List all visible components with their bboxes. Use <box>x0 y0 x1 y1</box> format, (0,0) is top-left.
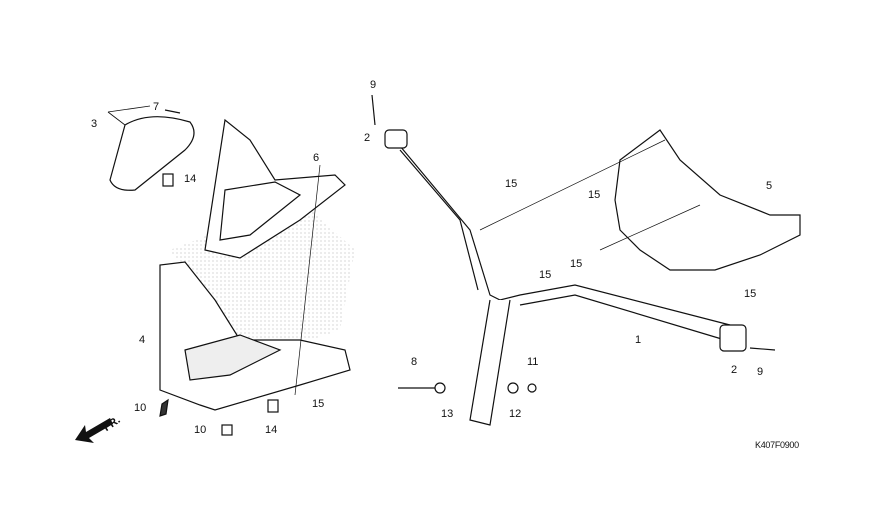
part-5-rear-cover <box>614 129 801 271</box>
part-14-clip <box>162 173 174 187</box>
part-2-grip-weight-right <box>719 324 747 352</box>
callout-7: 7 <box>153 101 160 113</box>
callout-10: 10 <box>194 424 207 436</box>
callout-3: 3 <box>91 118 98 130</box>
callout-15: 15 <box>505 178 518 190</box>
part-10-clip-b <box>159 398 169 417</box>
part-9-screw <box>371 94 376 126</box>
callout-13: 13 <box>441 408 454 420</box>
part-3-cover <box>109 116 195 191</box>
callout-9: 9 <box>370 79 377 91</box>
callout-4: 4 <box>139 334 146 346</box>
callout-12: 12 <box>509 408 522 420</box>
callout-14: 14 <box>184 173 197 185</box>
callout-14: 14 <box>265 424 278 436</box>
callout-1: 1 <box>635 334 642 346</box>
callout-2: 2 <box>731 364 738 376</box>
callout-2: 2 <box>364 132 371 144</box>
callout-9: 9 <box>757 366 764 378</box>
part-2-grip-weight-left <box>384 129 408 149</box>
diagram-code: K407F0900 <box>755 440 799 450</box>
part-12-nut <box>507 382 519 394</box>
callout-6: 6 <box>313 152 320 164</box>
callout-15: 15 <box>539 269 552 281</box>
part-14-clip-b <box>267 399 279 413</box>
part-10-clip <box>221 424 233 436</box>
callout-15: 15 <box>744 288 757 300</box>
callout-15: 15 <box>312 398 325 410</box>
callout-8: 8 <box>411 356 418 368</box>
part-11-nut <box>527 383 537 393</box>
callout-11: 11 <box>527 356 539 368</box>
callout-5: 5 <box>766 180 773 192</box>
callout-15: 15 <box>588 189 601 201</box>
front-arrow-icon <box>75 418 113 443</box>
callout-10: 10 <box>134 402 147 414</box>
callout-15: 15 <box>570 258 583 270</box>
